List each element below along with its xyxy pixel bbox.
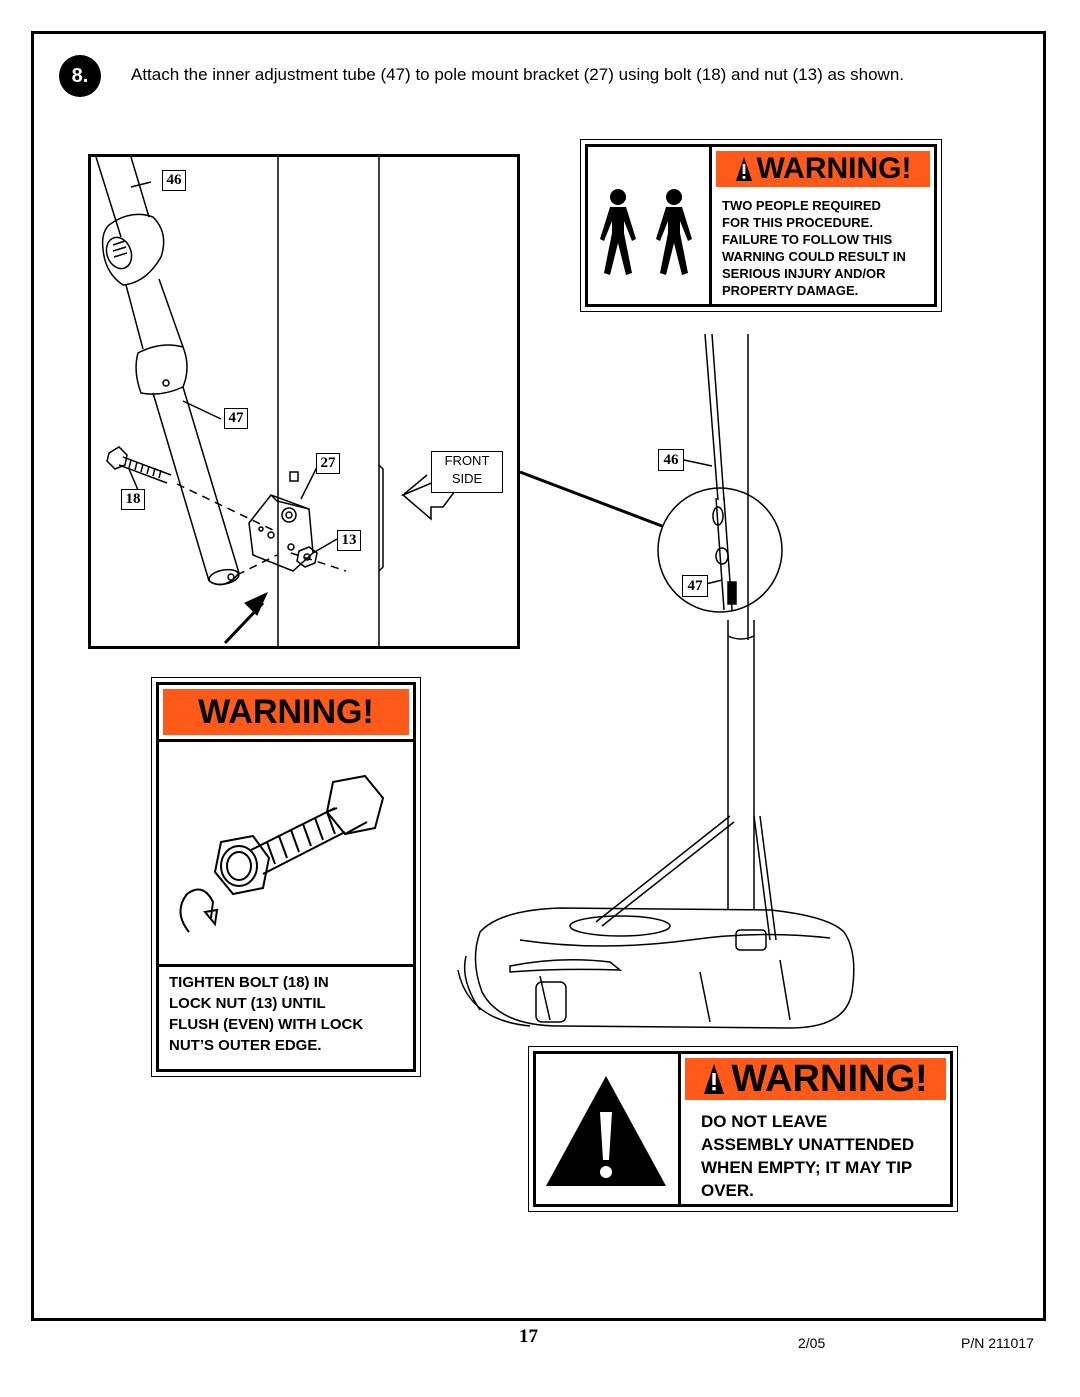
- warning-bolt-title: WARNING!: [198, 692, 374, 731]
- warning-two-people-line: PROPERTY DAMAGE.: [722, 283, 859, 298]
- warning-tip-banner: WARNING!: [685, 1058, 946, 1100]
- warning-tip-line: WHEN EMPTY; IT MAY TIP: [701, 1158, 913, 1177]
- page-number: 17: [519, 1326, 538, 1347]
- warning-tip-line: DO NOT LEAVE: [701, 1112, 828, 1131]
- warning-bolt-line: NUT’S OUTER EDGE.: [169, 1037, 322, 1054]
- footer-date: 2/05: [798, 1335, 826, 1351]
- callout-46-overview: 46: [658, 449, 684, 471]
- callout-47-overview: 47: [682, 575, 708, 597]
- callout-27-detail: 27: [316, 453, 340, 474]
- part-number: P/N 211017: [961, 1335, 1034, 1351]
- page-frame: [31, 31, 1046, 1321]
- warning-exclamation-icon: [735, 156, 753, 182]
- two-people-icon-area: [588, 147, 712, 304]
- warning-two-people-line: WARNING COULD RESULT IN: [722, 249, 906, 264]
- front-side-label: FRONT SIDE: [431, 451, 503, 493]
- warning-bolt-line: TIGHTEN BOLT (18) IN: [169, 974, 329, 991]
- callout-47-detail: 47: [224, 408, 248, 429]
- step-instruction: Attach the inner adjustment tube (47) to…: [131, 65, 904, 84]
- caution-triangle-icon: [546, 1076, 666, 1186]
- warning-two-people-line: TWO PEOPLE REQUIRED: [722, 198, 881, 213]
- front-side-line1: FRONT: [444, 453, 490, 468]
- warning-two-people-title: WARNING!: [756, 152, 912, 185]
- warning-two-people-line: FOR THIS PROCEDURE.: [722, 215, 873, 230]
- step-number-badge: 8.: [59, 55, 101, 97]
- warning-bolt-banner: WARNING!: [163, 689, 409, 735]
- overview-assembly-illustration: [457, 333, 855, 1029]
- warning-tip-line: ASSEMBLY UNATTENDED: [701, 1135, 915, 1154]
- bolt-nut-icon: [179, 774, 385, 933]
- tip-over-icon-area: [536, 1054, 681, 1204]
- warning-two-people-line: SERIOUS INJURY AND/OR: [722, 266, 886, 281]
- front-side-line2: SIDE: [451, 471, 483, 486]
- warning-two-people: WARNING! TWO PEOPLE REQUIRED FOR THIS PR…: [580, 139, 942, 312]
- bolt-nut-illustration-area: [159, 739, 413, 967]
- callout-18-detail: 18: [121, 489, 145, 510]
- warning-two-people-banner: WARNING!: [716, 151, 930, 187]
- warning-tip-over: WARNING! DO NOT LEAVE ASSEMBLY UNATTENDE…: [528, 1046, 958, 1212]
- callout-46-detail: 46: [162, 170, 186, 191]
- warning-two-people-line: FAILURE TO FOLLOW THIS: [722, 232, 893, 247]
- callout-13-detail: 13: [337, 530, 361, 551]
- two-people-icon: [600, 189, 692, 275]
- detail-diagram-panel: 46 47 27 18 13 FRONT SIDE: [88, 154, 520, 649]
- warning-exclamation-icon: [703, 1063, 725, 1095]
- warning-tip-title: WARNING!: [731, 1057, 928, 1100]
- warning-tighten-bolt: WARNING! TIGHTEN BOLT (18) IN LOCK NU: [151, 677, 421, 1077]
- warning-tip-line: OVER.: [701, 1181, 754, 1200]
- warning-bolt-line: LOCK NUT (13) UNTIL: [169, 995, 326, 1012]
- warning-bolt-line: FLUSH (EVEN) WITH LOCK: [169, 1016, 364, 1033]
- detail-diagram-illustration: [95, 157, 457, 646]
